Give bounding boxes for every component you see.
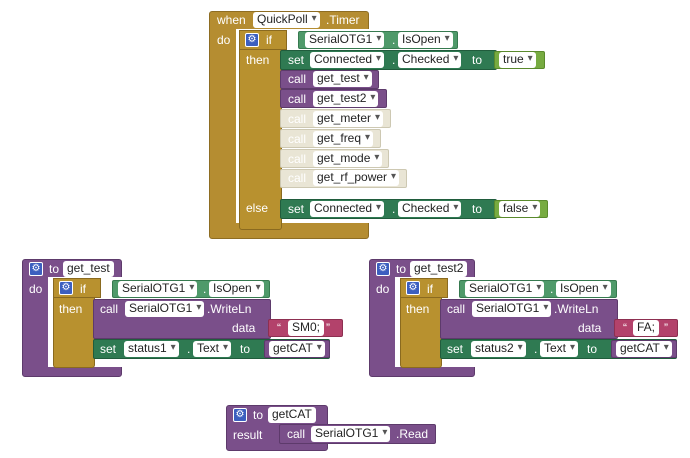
text-value-field[interactable]: SM0;	[288, 320, 325, 336]
procedure-name-field[interactable]: get_test	[63, 261, 114, 277]
call-label: call	[288, 112, 307, 126]
set-label: set	[100, 342, 117, 356]
getcat-dropdown[interactable]: getCAT	[616, 341, 672, 357]
condition-property-dropdown[interactable]: IsOpen	[209, 281, 264, 297]
to-label: to	[49, 262, 60, 276]
to-label: to	[587, 342, 598, 356]
if-label: if	[266, 33, 272, 47]
set-property-dropdown[interactable]: Text	[193, 341, 232, 357]
when-label: when	[217, 13, 246, 27]
to-label: to	[396, 262, 407, 276]
do-label: do	[29, 282, 43, 296]
condition-component-dropdown[interactable]: SerialOTG1	[465, 281, 545, 297]
call-label: call	[288, 171, 307, 185]
do-label: do	[376, 282, 390, 296]
close-quote: ”	[326, 321, 330, 335]
call-label: call	[447, 302, 466, 316]
timer-component-dropdown[interactable]: QuickPoll	[253, 12, 320, 28]
dot-separator: .	[203, 282, 207, 296]
call-label: call	[288, 92, 307, 106]
gear-icon[interactable]: ⚙	[233, 408, 247, 422]
set-label: set	[288, 53, 305, 67]
to-label: to	[253, 408, 264, 422]
condition-property-dropdown[interactable]: IsOpen	[398, 32, 453, 48]
if-label: if	[427, 282, 433, 296]
set-component-dropdown[interactable]: status2	[471, 341, 526, 357]
if-else-block[interactable]	[239, 30, 282, 230]
set-component-dropdown[interactable]: Connected	[310, 52, 385, 68]
set-property-dropdown[interactable]: Text	[540, 341, 579, 357]
open-quote: “	[623, 321, 627, 335]
getcat-dropdown[interactable]: getCAT	[269, 341, 325, 357]
to-label: to	[472, 53, 483, 67]
text-value-field[interactable]: FA;	[633, 320, 660, 336]
call-label: call	[288, 152, 307, 166]
writeln-method: .WriteLn	[207, 302, 252, 316]
false-dropdown[interactable]: false	[499, 201, 541, 217]
close-quote: ”	[664, 321, 668, 335]
true-dropdown[interactable]: true	[499, 52, 536, 68]
data-label: data	[232, 321, 256, 335]
get-meter-dropdown[interactable]: get_meter	[313, 111, 384, 127]
set-component-dropdown[interactable]: Connected	[310, 201, 385, 217]
condition-component-dropdown[interactable]: SerialOTG1	[305, 32, 385, 48]
get-test2-dropdown[interactable]: get_test2	[313, 91, 379, 107]
dot-separator: .	[392, 202, 396, 216]
dot-separator: .	[392, 33, 396, 47]
set-label: set	[447, 342, 464, 356]
get-freq-dropdown[interactable]: get_freq	[313, 131, 374, 147]
condition-component-dropdown[interactable]: SerialOTG1	[118, 281, 198, 297]
call-label: call	[288, 132, 307, 146]
do-label: do	[217, 33, 231, 47]
gear-icon[interactable]: ⚙	[406, 281, 420, 295]
set-property-dropdown[interactable]: Checked	[398, 201, 462, 217]
read-component-dropdown[interactable]: SerialOTG1	[311, 426, 391, 442]
writeln-component-dropdown[interactable]: SerialOTG1	[125, 301, 205, 317]
dot-separator: .	[534, 342, 538, 356]
dot-separator: .	[187, 342, 191, 356]
set-component-dropdown[interactable]: status1	[124, 341, 179, 357]
writeln-method: .WriteLn	[554, 302, 599, 316]
open-quote: “	[277, 321, 281, 335]
get-mode-dropdown[interactable]: get_mode	[313, 151, 383, 167]
data-label: data	[578, 321, 602, 335]
condition-property-dropdown[interactable]: IsOpen	[556, 281, 611, 297]
call-label: call	[287, 427, 306, 441]
call-label: call	[100, 302, 119, 316]
procedure-name-field[interactable]: get_test2	[410, 261, 468, 277]
if-label: if	[80, 282, 86, 296]
writeln-component-dropdown[interactable]: SerialOTG1	[472, 301, 552, 317]
gear-icon[interactable]: ⚙	[245, 33, 259, 47]
then-label: then	[59, 302, 83, 316]
then-label: then	[246, 53, 270, 67]
to-label: to	[240, 342, 251, 356]
get-test-dropdown[interactable]: get_test	[313, 71, 372, 87]
else-label: else	[246, 201, 269, 215]
read-method: .Read	[396, 427, 429, 441]
procedure-name-field[interactable]: getCAT	[268, 407, 316, 423]
call-label: call	[288, 72, 307, 86]
set-property-dropdown[interactable]: Checked	[398, 52, 462, 68]
dot-separator: .	[550, 282, 554, 296]
gear-icon[interactable]: ⚙	[59, 281, 73, 295]
timer-event-name: .Timer	[326, 13, 360, 27]
dot-separator: .	[392, 53, 396, 67]
set-label: set	[288, 202, 305, 216]
then-label: then	[406, 302, 430, 316]
to-label: to	[472, 202, 483, 216]
result-label: result	[233, 428, 263, 442]
gear-icon[interactable]: ⚙	[376, 262, 390, 276]
get-rf-power-dropdown[interactable]: get_rf_power	[313, 170, 400, 186]
gear-icon[interactable]: ⚙	[29, 262, 43, 276]
